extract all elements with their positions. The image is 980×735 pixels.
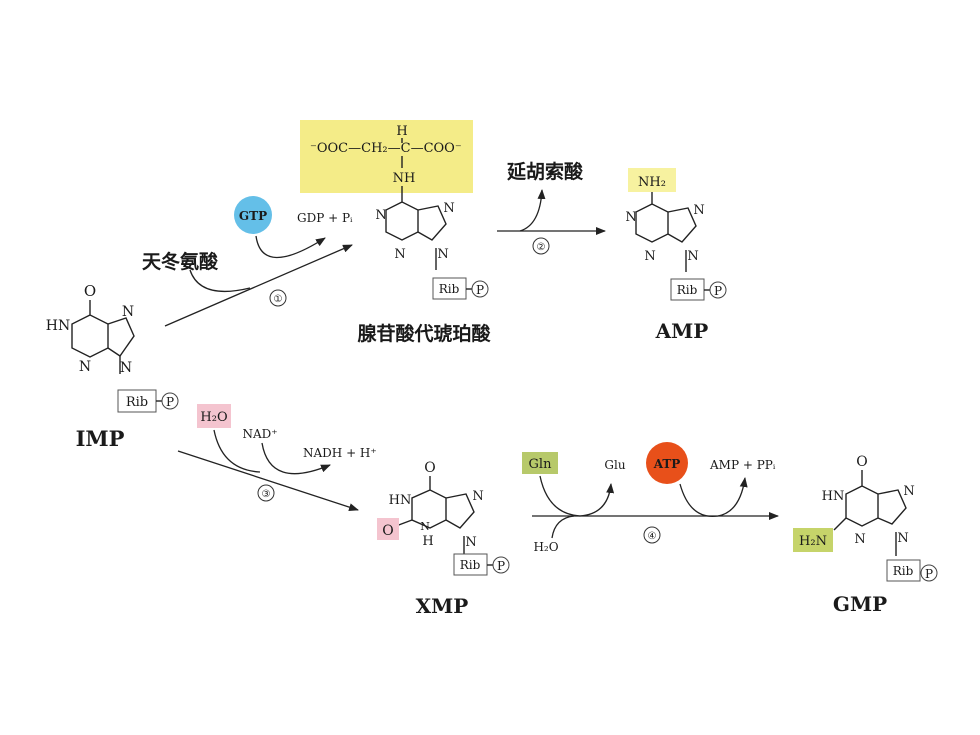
gln-label: Gln xyxy=(529,457,553,472)
gmp-n7: N xyxy=(903,484,914,499)
h2o-top-highlight xyxy=(197,404,231,428)
xmp-phosphate-circle xyxy=(492,556,510,574)
xmp-hn: HN xyxy=(389,493,412,508)
gln-glu-curve xyxy=(539,475,615,517)
glu-label: Glu xyxy=(604,458,625,472)
step-1-circle xyxy=(269,289,287,307)
xmp-oxygen-2-highlight xyxy=(377,518,399,540)
gmp-phosphate: P xyxy=(925,567,933,581)
gmp-label: GMP xyxy=(833,592,887,616)
amp-nh2: NH₂ xyxy=(638,175,666,190)
step-4-label: ④ xyxy=(648,531,657,542)
amp-label: AMP xyxy=(655,319,709,343)
xmp-n7: N xyxy=(472,489,483,504)
adenylosuccinate-phosphate: P xyxy=(476,283,484,297)
xmp-h: H xyxy=(422,534,433,549)
nadh-label: NADH + H⁺ xyxy=(303,446,377,460)
imp-n7: N xyxy=(122,304,134,320)
step-3-circle xyxy=(257,484,275,502)
imp-hn: HN xyxy=(46,318,70,334)
gmp-h2n: H₂N xyxy=(799,534,827,549)
gdp-pi-label: GDP + Pᵢ xyxy=(297,211,353,225)
gtp-curve xyxy=(255,235,326,259)
gmp-hn: HN xyxy=(822,489,845,504)
atp-curve xyxy=(679,477,748,518)
fumarate-label: 延胡索酸 xyxy=(506,160,584,183)
step-2-circle xyxy=(532,237,550,255)
step-2-label: ② xyxy=(537,242,546,253)
imp-ribose: Rib xyxy=(126,395,148,410)
gmp-oxygen: O xyxy=(856,454,867,470)
amp-nh2-highlight xyxy=(628,168,676,192)
gmp-ribose-box xyxy=(886,559,921,582)
imp-structure: O HN N N N Rib P IMP xyxy=(46,282,179,451)
gmp-structure: O HN H₂N N N N Rib P GMP xyxy=(793,454,938,616)
xmp-n9: N xyxy=(465,535,476,550)
imp-oxygen: O xyxy=(84,282,96,300)
nad-label: NAD⁺ xyxy=(242,427,277,441)
adenylosuccinate-label: 腺苷酸代琥珀酸 xyxy=(356,322,491,345)
atp-circle xyxy=(646,442,688,484)
xmp-ribose: Rib xyxy=(460,558,481,572)
h2o-bottom-curve xyxy=(551,515,575,539)
gtp-circle xyxy=(234,196,272,234)
h2o-bottom-label: H₂O xyxy=(533,540,558,554)
xmp-label: XMP xyxy=(416,594,469,618)
succinate-highlight xyxy=(300,120,473,193)
imp-label: IMP xyxy=(76,426,125,451)
amp-ribose: Rib xyxy=(677,283,698,297)
xmp-n3: N xyxy=(420,520,430,533)
adenylosuccinate-n1: N xyxy=(375,208,386,223)
amp-phosphate-circle xyxy=(709,281,727,299)
adenylosuccinate-structure: ⁻OOC—CH₂—C—COO⁻ H NH N N N N Rib P 腺苷酸代琥… xyxy=(300,120,491,345)
succinate-chain: ⁻OOC—CH₂—C—COO⁻ xyxy=(310,141,462,156)
adenylosuccinate-phosphate-circle xyxy=(471,280,489,298)
amp-n7: N xyxy=(693,203,704,218)
reaction-3: H₂O NAD⁺ NADH + H⁺ ③ xyxy=(177,404,377,511)
fumarate-curve xyxy=(519,189,546,232)
gmp-ribose: Rib xyxy=(893,564,914,578)
nad-curve xyxy=(261,442,331,475)
xmp-structure: O HN O H N N N Rib P XMP xyxy=(377,460,510,618)
reaction-1-arrow xyxy=(164,244,353,327)
aspartate-label: 天冬氨酸 xyxy=(142,250,219,273)
imp-phosphate: P xyxy=(166,395,174,409)
adenylosuccinate-ribose: Rib xyxy=(439,282,460,296)
gln-highlight xyxy=(522,452,558,474)
amp-phosphate: P xyxy=(714,284,722,298)
adenylosuccinate-n7: N xyxy=(443,201,454,216)
adenylosuccinate-n3: N xyxy=(394,247,405,262)
aspartate-in-curve xyxy=(189,269,251,292)
step-1-label: ① xyxy=(274,294,283,305)
reaction-1: 天冬氨酸 GTP GDP + Pᵢ ① xyxy=(142,196,353,327)
amp-ppi-label: AMP + PPᵢ xyxy=(709,458,776,472)
gmp-n9: N xyxy=(897,531,908,546)
adenylosuccinate-n9: N xyxy=(437,247,448,262)
reaction-2: 延胡索酸 ② xyxy=(497,160,606,255)
gtp-label: GTP xyxy=(239,209,267,223)
step-3-label: ③ xyxy=(262,489,271,500)
amp-structure: NH₂ N N N N Rib P AMP xyxy=(625,168,727,343)
gmp-phosphate-circle xyxy=(920,564,938,582)
succinate-nh: NH xyxy=(393,171,416,186)
amp-n1: N xyxy=(625,210,636,225)
reaction-4: Gln Glu H₂O ATP AMP + PPᵢ ④ xyxy=(522,442,779,554)
gmp-n3: N xyxy=(854,532,865,547)
h2o-in-curve xyxy=(213,429,261,473)
amp-n9: N xyxy=(687,249,698,264)
imp-phosphate-circle xyxy=(161,392,179,410)
xmp-oxygen-2: O xyxy=(382,523,393,539)
reaction-3-arrow xyxy=(177,450,359,511)
atp-label: ATP xyxy=(653,457,681,471)
imp-n9: N xyxy=(120,360,132,376)
step-4-circle xyxy=(643,526,661,544)
gmp-amine-highlight xyxy=(793,528,833,552)
h2o-top-label: H₂O xyxy=(200,410,227,425)
xmp-phosphate: P xyxy=(497,559,505,573)
succinate-h: H xyxy=(396,124,407,139)
imp-n3: N xyxy=(79,359,91,375)
xmp-oxygen-6: O xyxy=(424,460,435,476)
amp-n3: N xyxy=(644,249,655,264)
